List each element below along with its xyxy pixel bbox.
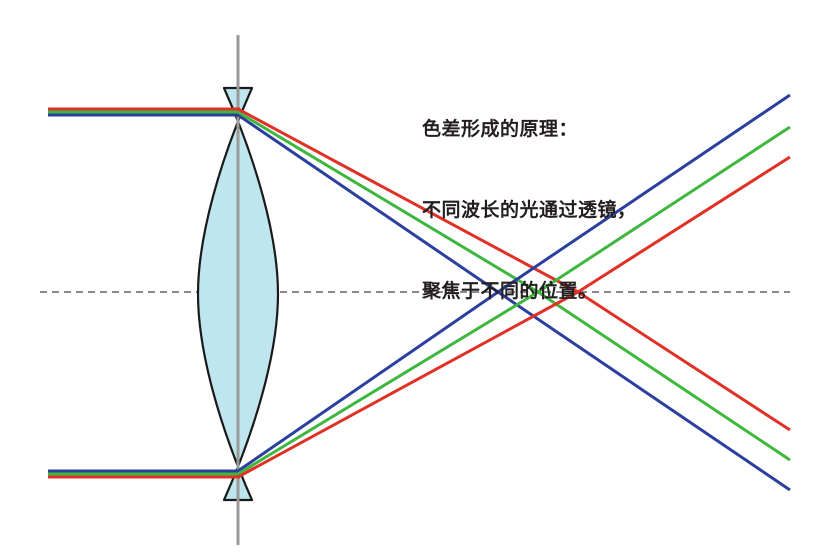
refracted-ray-green-bottom xyxy=(237,125,791,476)
refracted-ray-green-top xyxy=(237,110,791,462)
refracted-ray-red-bottom xyxy=(237,155,791,479)
refracted-ray-blue-bottom xyxy=(237,93,791,473)
refracted-ray-red-top xyxy=(237,107,791,432)
refracted-ray-blue-top xyxy=(237,113,791,492)
